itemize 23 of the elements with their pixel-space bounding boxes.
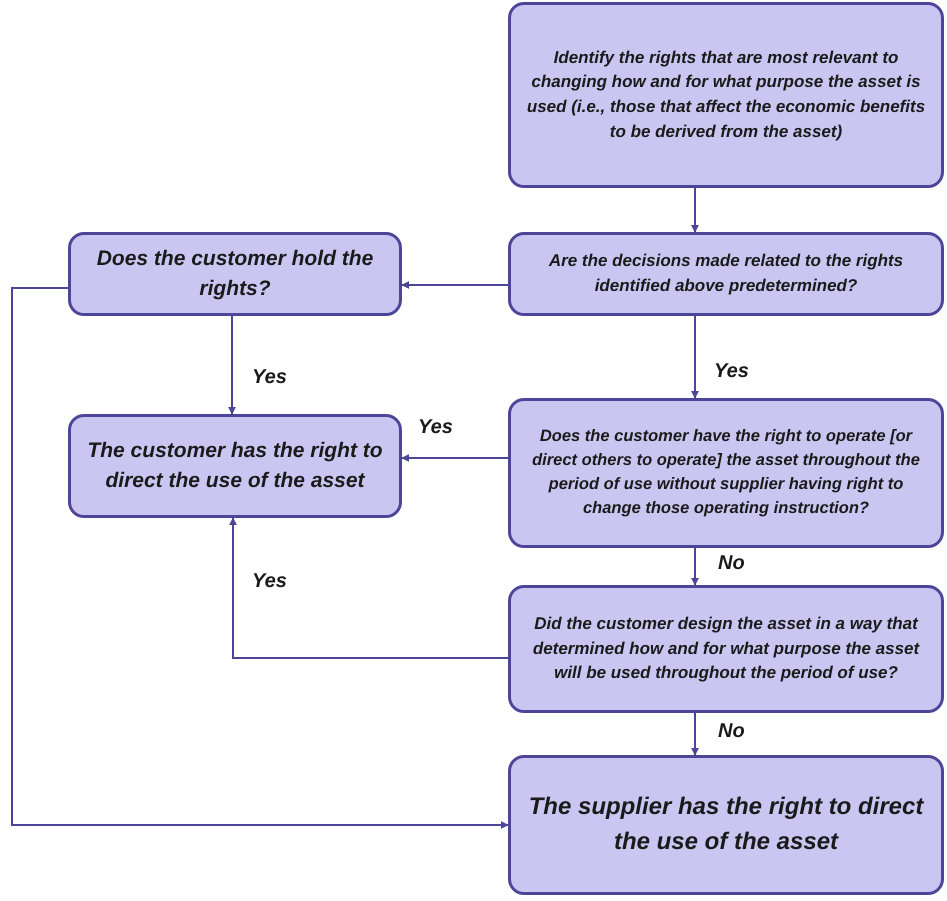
arrow	[401, 281, 508, 289]
arrow	[691, 188, 699, 233]
box-text: Does the customer hold the rights?	[96, 246, 374, 302]
arrow	[691, 713, 699, 756]
box-text: Does the customer have the right to operate [or direct others to operate] the asset throughout the period of use without supplier having right to change those operating instruction?	[531, 426, 921, 519]
process-box	[508, 2, 944, 188]
arrow	[691, 548, 699, 586]
process-box	[508, 755, 944, 895]
process-box	[508, 585, 944, 713]
arrow	[691, 316, 699, 399]
box-text: The customer has the right to direct the use of the asset	[86, 438, 384, 494]
arrow	[11, 287, 509, 829]
box-text: Did the customer design the asset in a way that determined how and for what purpose the asset will be used throughout the period of use?	[532, 613, 921, 684]
arrow	[401, 454, 508, 462]
box-text: Identify the rights that are most relevant to changing how and for what purpose the asset is used (i.e., those that affect the economic benefits to be derived from the asset)	[526, 46, 926, 143]
process-box	[68, 414, 402, 518]
box-text: Are the decisions made related to the rights identified above predetermined?	[548, 250, 904, 297]
process-box	[508, 398, 944, 548]
arrow	[228, 316, 236, 415]
process-box	[68, 232, 402, 316]
arrow	[229, 517, 508, 659]
process-box	[508, 232, 944, 316]
box-text: The supplier has the right to direct the use of the asset	[528, 792, 926, 857]
